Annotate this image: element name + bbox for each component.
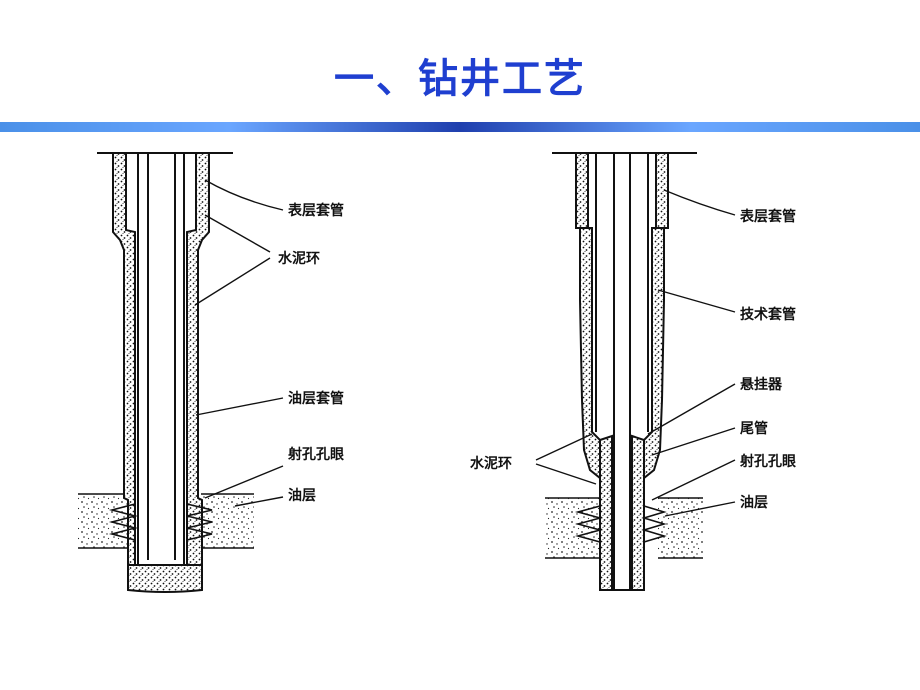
- left-cement-plug: [127, 564, 203, 593]
- right-leader-lines: [535, 189, 736, 517]
- left-label-oil-layer: 油层: [288, 487, 316, 504]
- right-surface-cement-right: [655, 152, 669, 229]
- left-leader-lines: [194, 179, 284, 507]
- right-surface-cement-left: [575, 152, 589, 229]
- left-oil-layer: [78, 493, 254, 549]
- left-label-perforation: 射孔孔眼: [287, 446, 344, 463]
- right-label-perforation: 射孔孔眼: [739, 453, 796, 470]
- right-label-oil-layer: 油层: [740, 494, 768, 511]
- left-well-diagram: 表层套管 水泥环 油层套管 射孔孔眼 油层: [78, 152, 344, 593]
- left-label-cement-ring: 水泥环: [278, 250, 320, 267]
- left-label-production-casing: 油层套管: [288, 390, 344, 407]
- right-label-liner: 尾管: [740, 420, 768, 437]
- right-label-technical-casing: 技术套管: [740, 306, 796, 323]
- right-label-hanger: 悬挂器: [739, 376, 783, 393]
- right-oil-layer: [545, 497, 703, 559]
- right-label-cement-ring: 水泥环: [470, 455, 512, 472]
- slide-title: 一、钻井工艺: [334, 56, 586, 102]
- right-liner-cement-left: [599, 434, 613, 591]
- left-cement-ring-right: [186, 152, 210, 566]
- right-technical-cement-left: [579, 227, 601, 481]
- left-cement-ring-left: [112, 152, 136, 566]
- left-perforations: [108, 503, 213, 541]
- right-label-surface-casing: 表层套管: [739, 208, 796, 225]
- title-divider-bar: [0, 122, 920, 132]
- right-perforations: [574, 505, 667, 543]
- right-well-diagram: 表层套管 技术套管 悬挂器 尾管 射孔孔眼 油层 水泥环: [470, 152, 796, 591]
- left-label-surface-casing: 表层套管: [287, 202, 344, 219]
- right-liner-cement-right: [631, 434, 645, 591]
